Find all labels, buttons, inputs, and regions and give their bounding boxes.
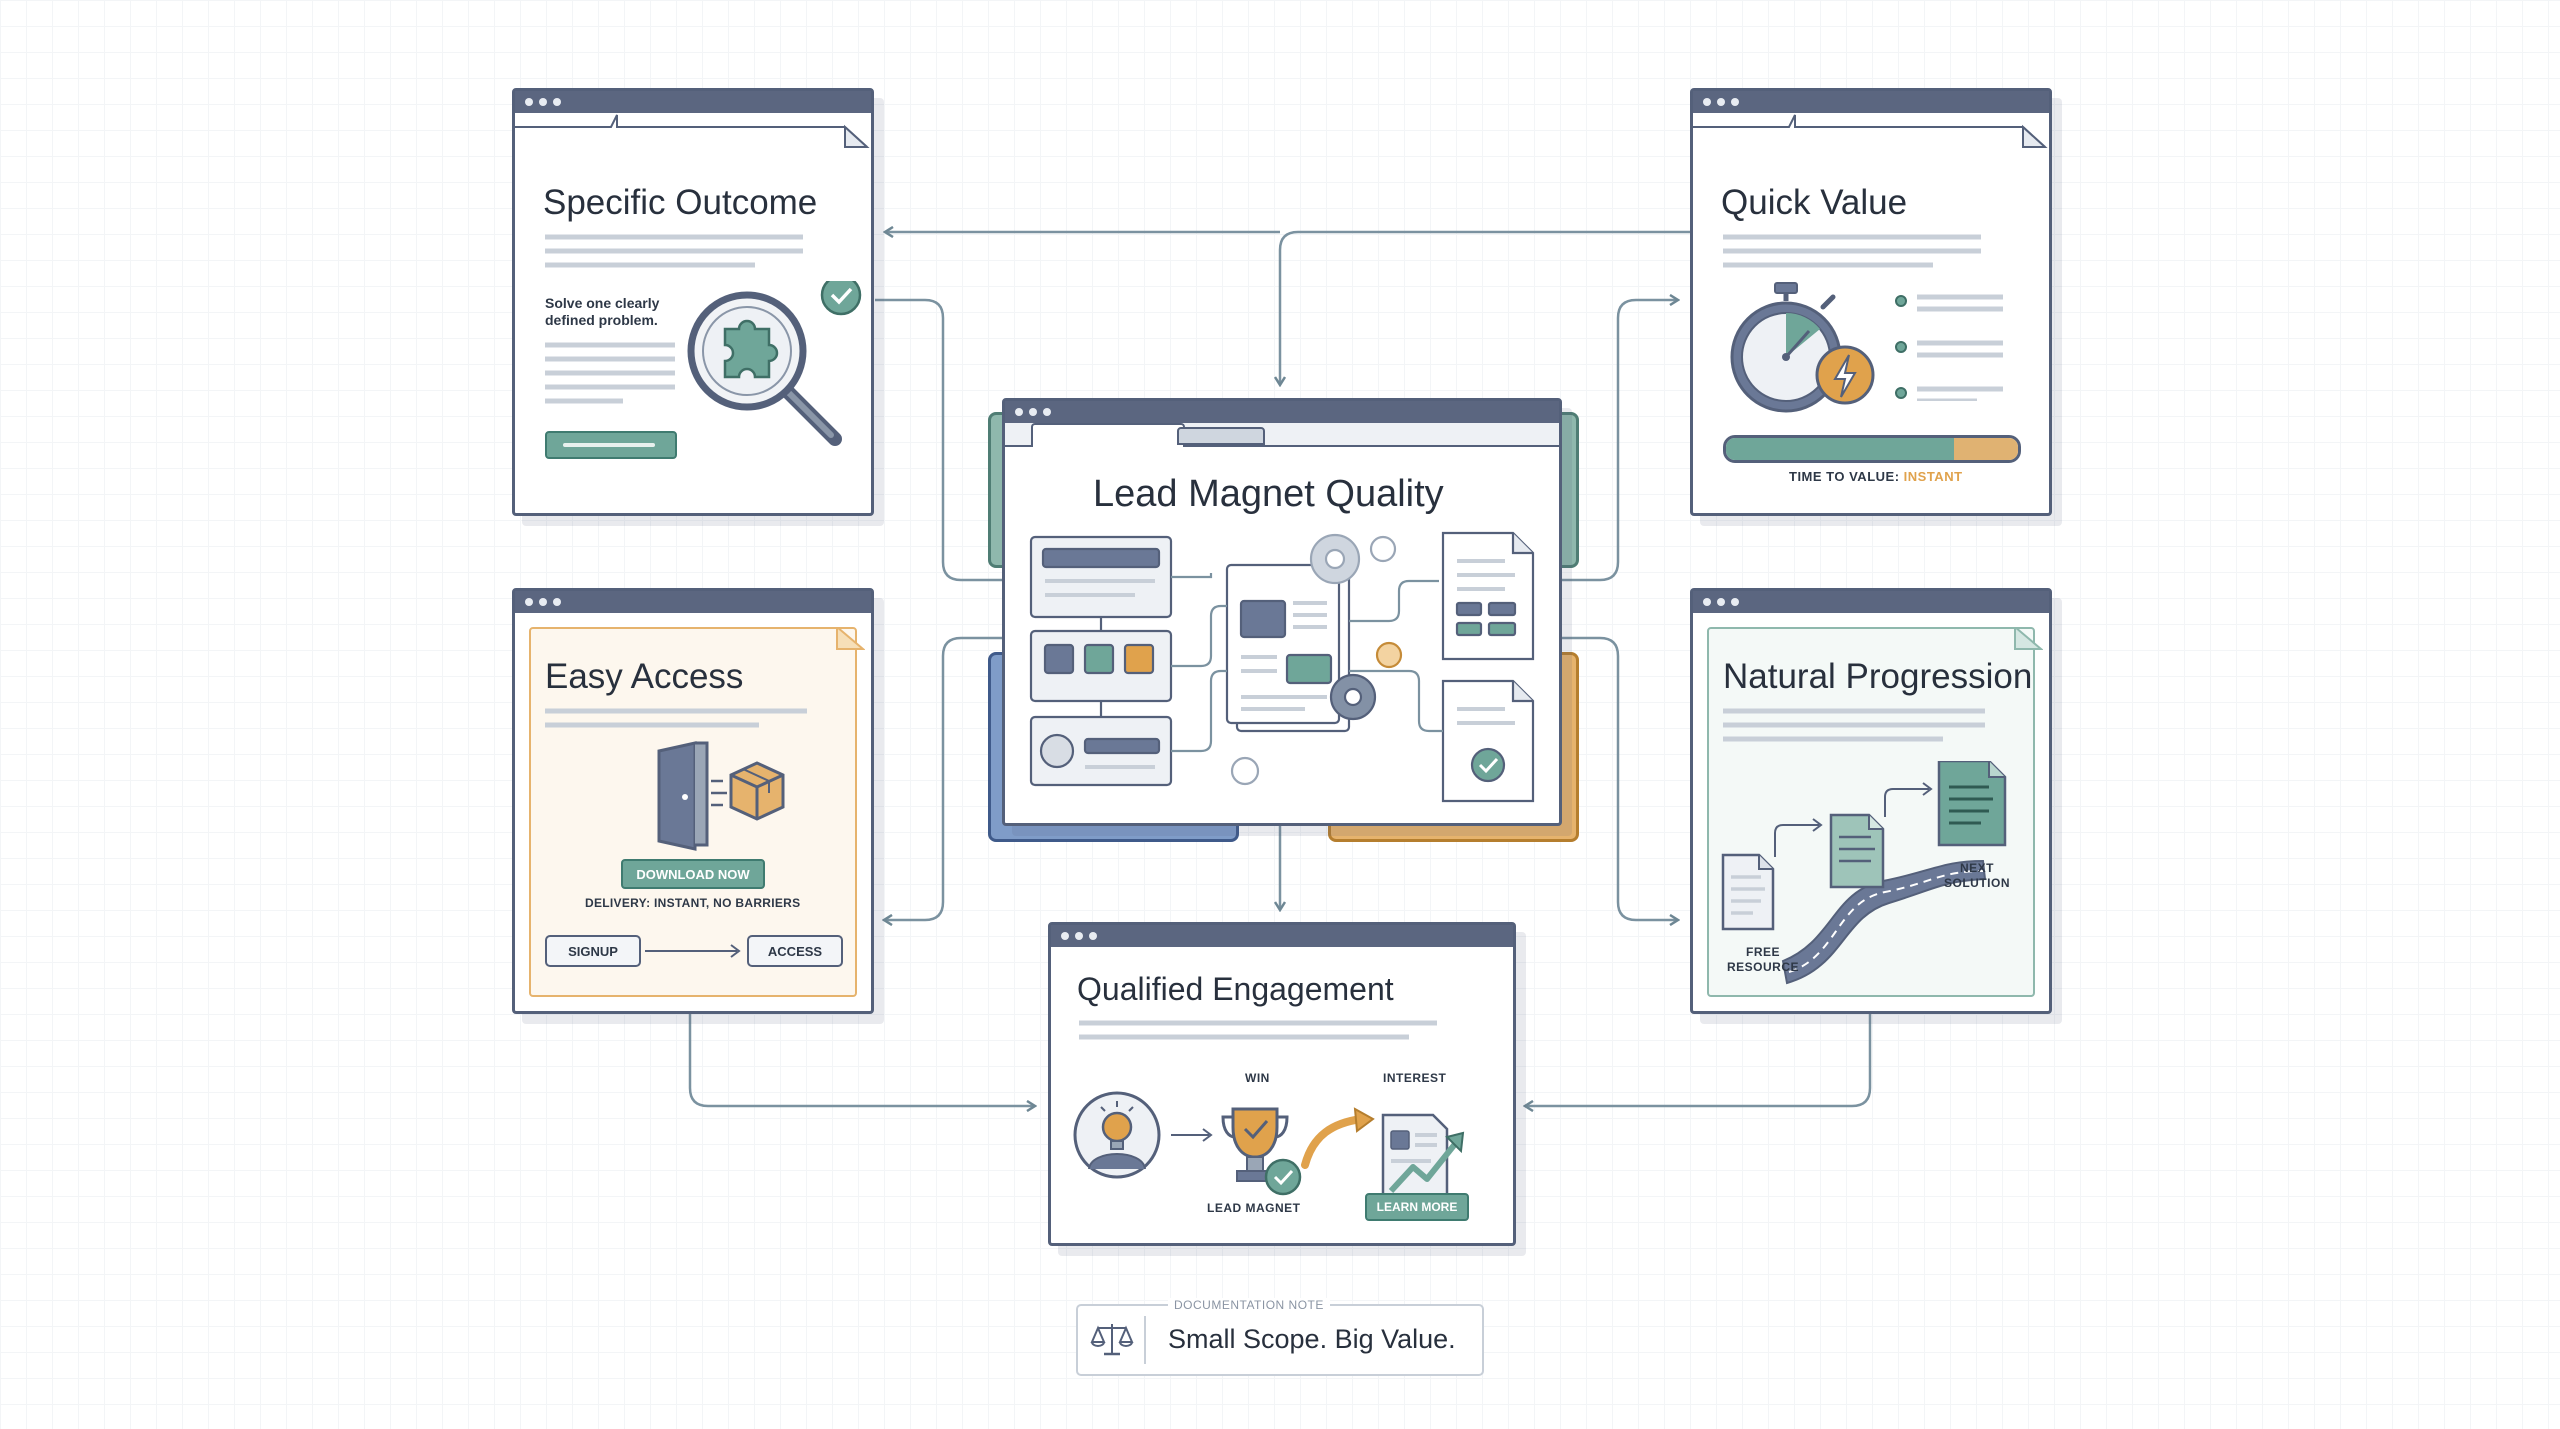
button-line	[563, 443, 655, 447]
caption-value: INSTANT	[1903, 469, 1963, 484]
center-title: Lead Magnet Quality	[1093, 473, 1444, 515]
time-to-value-progress	[1723, 435, 2021, 463]
qualified-engagement-title: Qualified Engagement	[1077, 971, 1394, 1007]
quick-value-window: Quick Value TIME TO VALUE: INSTANT	[1690, 88, 2052, 516]
natural-progression-window: Natural Progression FREE RESOURCE NEXT S…	[1690, 588, 2052, 1014]
signup-to-access-arrow	[645, 944, 741, 958]
lead-magnet-label: LEAD MAGNET	[1207, 1201, 1301, 1215]
specific-outcome-title: Specific Outcome	[543, 183, 818, 222]
natural-progression-title: Natural Progression	[1723, 657, 2033, 696]
body-lines	[545, 342, 675, 404]
folder-tab-outline	[515, 114, 870, 148]
connector-progression-engagement	[1525, 1010, 1872, 1106]
connector-center-easyaccess	[884, 636, 1002, 920]
time-to-value-caption: TIME TO VALUE: INSTANT	[1789, 469, 1963, 484]
note-text: Small Scope. Big Value.	[1168, 1324, 1456, 1354]
access-step[interactable]: ACCESS	[747, 935, 843, 967]
tab-inactive	[1177, 427, 1265, 445]
window-titlebar	[515, 591, 871, 613]
caption-prefix: TIME TO VALUE:	[1789, 469, 1900, 484]
folder-tab-outline	[1693, 114, 2048, 148]
dog-ear-corner	[836, 627, 865, 650]
specific-outcome-body: Solve one clearly defined problem.	[545, 295, 660, 328]
outcome-action-button[interactable]	[545, 431, 677, 459]
download-now-button[interactable]: DOWNLOAD NOW	[621, 859, 765, 889]
title-lines	[1079, 1020, 1437, 1040]
title-lines	[545, 234, 803, 268]
progression-path-illustration	[1721, 761, 2007, 985]
interest-label: INTEREST	[1383, 1071, 1447, 1085]
connector-top-left	[1280, 230, 1690, 385]
connector-easyaccess-engagement	[688, 1010, 1035, 1106]
engagement-illustration	[1073, 1091, 1465, 1197]
delivery-text: DELIVERY: INSTANT, NO BARRIERS	[585, 896, 801, 910]
title-lines	[1723, 708, 1985, 742]
window-titlebar	[515, 91, 871, 113]
progress-fill	[1726, 438, 1954, 460]
dog-ear-corner	[2014, 627, 2043, 650]
center-window: Lead Magnet Quality	[1002, 398, 1562, 826]
window-titlebar	[1051, 925, 1513, 947]
magnifier-puzzle-icon	[687, 281, 862, 446]
specific-outcome-window: Specific Outcome Solve one clearly defin…	[512, 88, 874, 516]
connector-outcome-center	[875, 298, 1002, 582]
door-box-icon	[657, 741, 785, 851]
easy-access-window: Easy Access DOWNLOAD NOW DELIVERY: INSTA…	[512, 588, 874, 1014]
balance-scale-icon	[1090, 1324, 1134, 1356]
note-label: DOCUMENTATION NOTE	[1168, 1298, 1330, 1312]
window-titlebar	[1693, 91, 2049, 113]
note-divider	[1144, 1316, 1146, 1364]
tab-active	[1031, 423, 1185, 447]
qualified-engagement-window: Qualified Engagement WIN INTEREST LEAD M…	[1048, 922, 1516, 1246]
title-lines	[545, 708, 807, 728]
progress-remainder	[1953, 438, 2018, 460]
connector-center-progression	[1558, 636, 1678, 920]
signup-step[interactable]: SIGNUP	[545, 935, 641, 967]
window-titlebar	[1005, 401, 1559, 423]
free-resource-label: FREE RESOURCE	[1726, 945, 1799, 974]
bullet-list	[1895, 294, 2003, 401]
next-solution-label: NEXT SOLUTION	[1944, 861, 2010, 890]
connector-center-quickvalue	[1558, 300, 1678, 582]
win-label: WIN	[1245, 1071, 1270, 1085]
documentation-note: DOCUMENTATION NOTE Small Scope. Big Valu…	[1076, 1298, 1484, 1376]
quick-value-title: Quick Value	[1721, 183, 1908, 222]
title-lines	[1723, 234, 1981, 268]
workflow-illustration	[1029, 531, 1535, 803]
window-titlebar	[1693, 591, 2049, 613]
easy-access-title: Easy Access	[545, 657, 744, 696]
learn-more-button[interactable]: LEARN MORE	[1365, 1193, 1469, 1221]
stopwatch-lightning-icon	[1730, 282, 1875, 413]
